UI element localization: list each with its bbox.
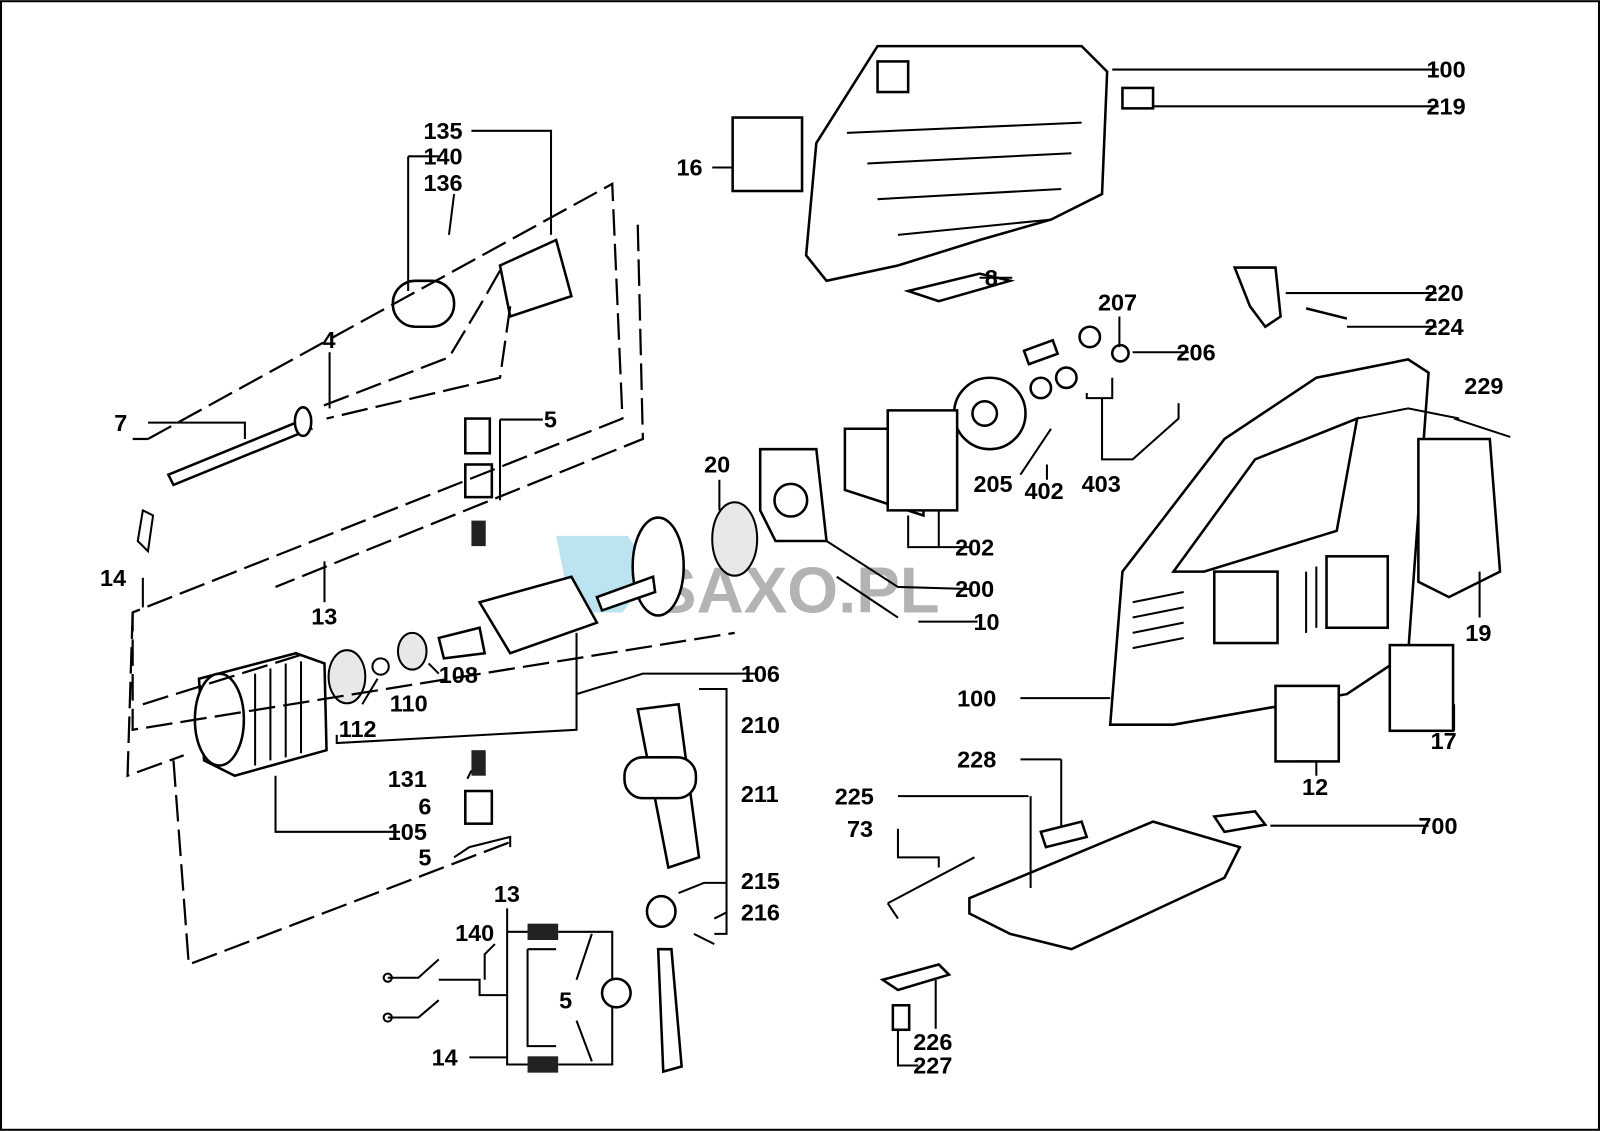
ring-110 xyxy=(371,657,390,676)
part-226 xyxy=(879,963,952,992)
part-number-label: 5 xyxy=(544,407,557,433)
switch-135 xyxy=(498,238,573,319)
guide-211 xyxy=(623,756,698,800)
stator-105 xyxy=(193,651,328,778)
bearing-20 xyxy=(711,501,759,577)
brush-131 xyxy=(471,750,486,776)
part-number-label: 5 xyxy=(418,845,431,871)
label-17 xyxy=(1388,643,1455,733)
hex-key-73 xyxy=(887,856,975,905)
part-number-label: 17 xyxy=(1431,728,1457,754)
blade xyxy=(656,947,683,1074)
part-19 xyxy=(1417,437,1502,599)
part-number-label: 219 xyxy=(1427,93,1466,119)
part-number-label: 200 xyxy=(955,576,994,602)
part-number-label: 206 xyxy=(1177,339,1216,365)
part-number-label: 112 xyxy=(339,716,377,742)
leader-lines xyxy=(141,68,1481,1067)
part-number-label: 227 xyxy=(913,1053,952,1079)
part-number-label: 19 xyxy=(1465,620,1491,646)
part-number-label: 215 xyxy=(741,868,780,894)
part-number-label: 229 xyxy=(1464,373,1503,399)
fan-gear xyxy=(631,516,685,617)
label-16 xyxy=(731,116,804,193)
part-number-label: 7 xyxy=(114,410,127,436)
part-number-label: 6 xyxy=(418,793,431,819)
part-number-label: 136 xyxy=(423,170,462,196)
part-number-label: 8 xyxy=(985,265,998,291)
part-number-label: 700 xyxy=(1418,813,1457,839)
part-number-label: 108 xyxy=(439,662,478,688)
part-number-label: 14 xyxy=(100,565,126,591)
part-number-label: 100 xyxy=(957,685,996,711)
part-number-label: 16 xyxy=(677,155,703,181)
part-number-label: 403 xyxy=(1082,471,1121,497)
part-number-label: 4 xyxy=(322,327,335,353)
part-number-label: 207 xyxy=(1098,289,1137,315)
part-number-label: 140 xyxy=(423,143,462,169)
housing-half-top xyxy=(804,44,1155,283)
screw-10 xyxy=(836,575,899,619)
screw-227 xyxy=(891,1004,911,1032)
part-number-label: 106 xyxy=(741,661,780,687)
part-number-label: 228 xyxy=(957,747,996,773)
part-number-label: 205 xyxy=(973,471,1012,497)
wiring-schematic xyxy=(382,923,632,1073)
screw-216 xyxy=(693,932,715,945)
brush-131-upper xyxy=(471,520,486,547)
part-228 xyxy=(1039,820,1089,849)
part-number-label: 224 xyxy=(1424,314,1463,340)
bearing-108 xyxy=(396,631,428,671)
part-number-label: 100 xyxy=(1427,57,1466,83)
part-number-label: 140 xyxy=(455,920,494,946)
pin-224 xyxy=(1305,307,1348,320)
part-number-label: 210 xyxy=(741,712,780,738)
armature-106 xyxy=(437,574,657,660)
housing-half-main xyxy=(1108,358,1430,726)
part-number-label: 73 xyxy=(847,816,873,842)
part-number-label: 13 xyxy=(311,604,337,630)
part-number-label: 402 xyxy=(1024,478,1063,504)
part-number-label: 10 xyxy=(973,609,999,635)
part-number-label: 135 xyxy=(423,118,462,144)
label-12 xyxy=(1274,684,1341,763)
part-number-label: 110 xyxy=(390,690,428,716)
part-220 xyxy=(1232,266,1282,329)
part-number-label: 202 xyxy=(955,534,994,560)
part-number-label: 105 xyxy=(388,819,427,845)
part-number-label: 20 xyxy=(704,452,730,478)
brush-cap-5 xyxy=(464,417,492,455)
part-number-label: 14 xyxy=(432,1045,458,1071)
part-8 xyxy=(903,272,1016,303)
brush-holder-6 xyxy=(464,789,494,825)
part-700 xyxy=(1212,810,1268,834)
screw-229 xyxy=(1453,417,1511,438)
part-number-label: 12 xyxy=(1302,774,1328,800)
base-plate xyxy=(968,820,1242,951)
part-number-label: 13 xyxy=(494,881,520,907)
part-number-label: 225 xyxy=(835,783,874,809)
clamp-215 xyxy=(645,894,677,929)
part-number-label: 5 xyxy=(559,987,572,1013)
part-number-label: 216 xyxy=(741,900,780,926)
part-number-label: 131 xyxy=(388,766,427,792)
cable-clamp-7 xyxy=(136,508,155,554)
part-number-label: 226 xyxy=(913,1029,952,1055)
bearing-112 xyxy=(327,649,367,705)
part-number-label: 220 xyxy=(1424,280,1463,306)
part-number-label: 211 xyxy=(741,781,779,807)
wiring-routes xyxy=(126,182,735,967)
